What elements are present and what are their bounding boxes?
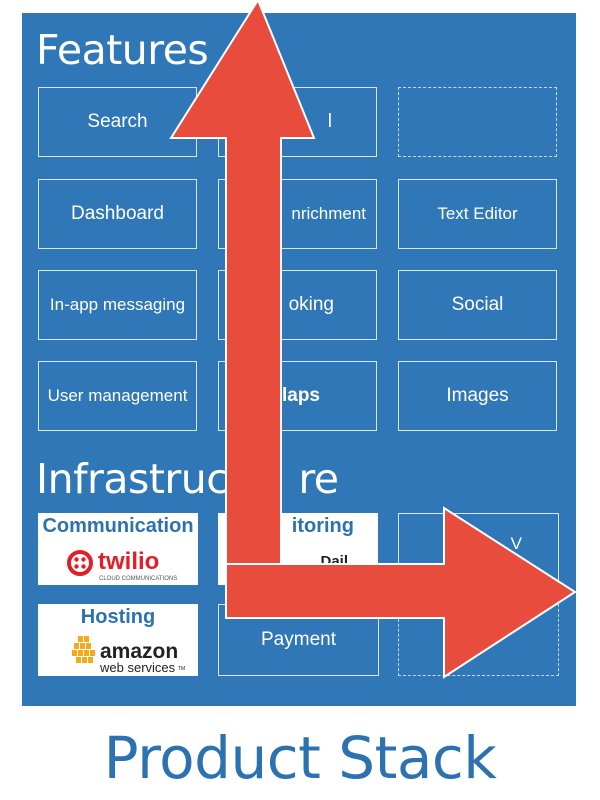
feature-tile-booking: oking — [218, 270, 377, 340]
feature-tile-enrichment: nrichment — [218, 179, 377, 249]
aws-subtext: web services — [99, 660, 176, 675]
communication-tile: Communication twilio CLOUD COMMUNICATION… — [38, 513, 198, 585]
feature-tile-text-editor: Text Editor — [398, 179, 557, 249]
infrastructure-heading-end: re — [298, 455, 339, 503]
hosting-title: Hosting — [80, 606, 156, 628]
feature-tile-in-app-messaging: In-app messaging — [38, 270, 197, 340]
feature-tile-maps: laps — [218, 361, 377, 431]
feature-tile-dashboard: Dashboard — [38, 179, 197, 249]
features-heading: Features — [36, 26, 209, 74]
feature-tile-images: Images — [398, 361, 557, 431]
monitoring-title: itoring — [291, 515, 354, 537]
infrastructure-heading: Infrastruc re — [36, 457, 339, 501]
feature-tile-social: Social — [398, 270, 557, 340]
right-arrow-icon — [225, 506, 577, 679]
infrastructure-heading-start: Infrastruc — [36, 455, 229, 503]
aws-logo-icon: amazon web services TM — [72, 636, 185, 675]
twilio-logo-icon: twilio CLOUD COMMUNICATIONS — [67, 548, 177, 582]
product-stack-title: Product Stack — [103, 724, 497, 792]
twilio-wordmark: twilio — [98, 548, 159, 575]
hosting-tile: Hosting amazon web services TM — [38, 604, 198, 676]
aws-wordmark: amazon — [100, 640, 178, 663]
feature-tile-empty — [398, 87, 557, 157]
twilio-subtext: CLOUD COMMUNICATIONS — [99, 576, 177, 582]
up-arrow-icon — [169, 0, 316, 565]
communication-title: Communication — [42, 515, 194, 537]
aws-trademark: TM — [178, 666, 185, 672]
feature-tile-user-management: User management — [38, 361, 197, 431]
